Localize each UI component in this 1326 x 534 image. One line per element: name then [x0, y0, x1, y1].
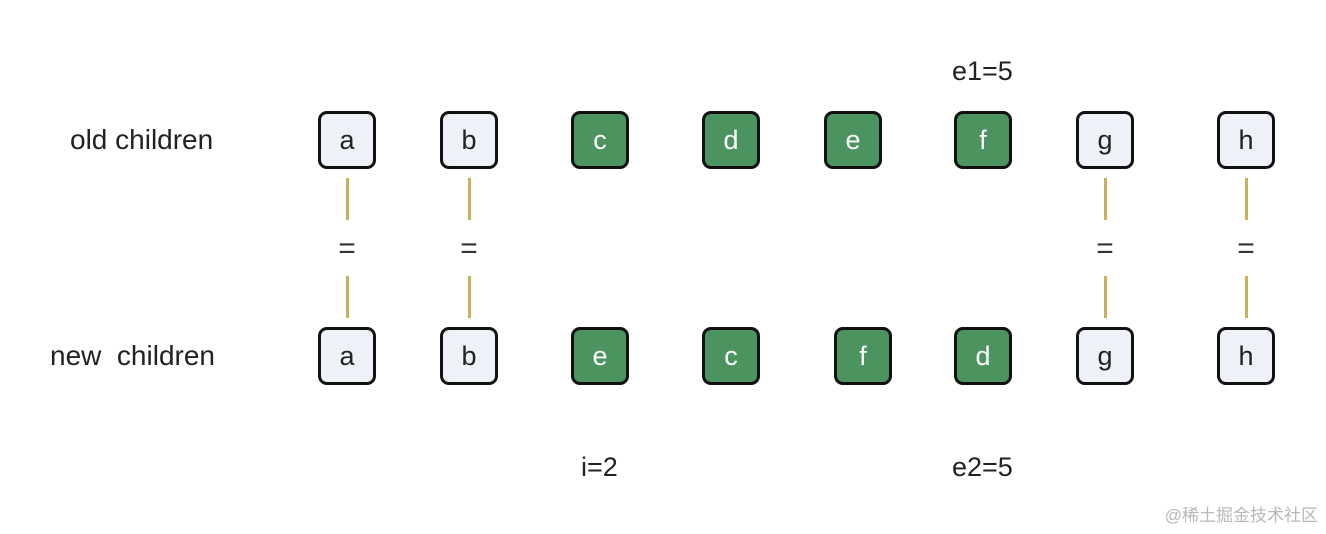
connector-b-bottom [468, 276, 471, 318]
new-node-e: e [571, 327, 629, 385]
e1-pointer-label: e1=5 [952, 56, 1013, 86]
connector-b-top [468, 178, 471, 220]
equal-sign-b: = [460, 232, 478, 265]
old-node-f: f [954, 111, 1012, 169]
new-node-b: b [440, 327, 498, 385]
old-node-b: b [440, 111, 498, 169]
old-node-d: d [702, 111, 760, 169]
connector-g-bottom [1104, 276, 1107, 318]
old-node-c: c [571, 111, 629, 169]
new-node-c: c [702, 327, 760, 385]
watermark: @稀土掘金技术社区 [1164, 506, 1318, 525]
new-node-g: g [1076, 327, 1134, 385]
e2-pointer-label: e2=5 [952, 452, 1013, 482]
connector-a-bottom [346, 276, 349, 318]
old-node-g: g [1076, 111, 1134, 169]
connector-g-top [1104, 178, 1107, 220]
new-node-d: d [954, 327, 1012, 385]
connector-h-bottom [1245, 276, 1248, 318]
new-children-label: new children [50, 340, 215, 371]
new-node-a: a [318, 327, 376, 385]
i-pointer-label: i=2 [581, 452, 618, 482]
old-node-e: e [824, 111, 882, 169]
equal-sign-a: = [338, 232, 356, 265]
old-node-h: h [1217, 111, 1275, 169]
equal-sign-h: = [1237, 232, 1255, 265]
old-children-label: old children [70, 124, 214, 155]
new-node-f: f [834, 327, 892, 385]
equal-sign-g: = [1096, 232, 1114, 265]
connector-a-top [346, 178, 349, 220]
connector-h-top [1245, 178, 1248, 220]
new-node-h: h [1217, 327, 1275, 385]
old-node-a: a [318, 111, 376, 169]
